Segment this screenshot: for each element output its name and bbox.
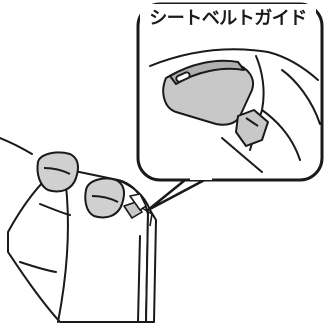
callout-label: シートベルトガイド	[140, 4, 316, 30]
seat-frame-line	[0, 138, 32, 154]
callout-box	[138, 4, 322, 180]
seatback-body	[8, 168, 148, 322]
headrest-left	[37, 152, 78, 191]
